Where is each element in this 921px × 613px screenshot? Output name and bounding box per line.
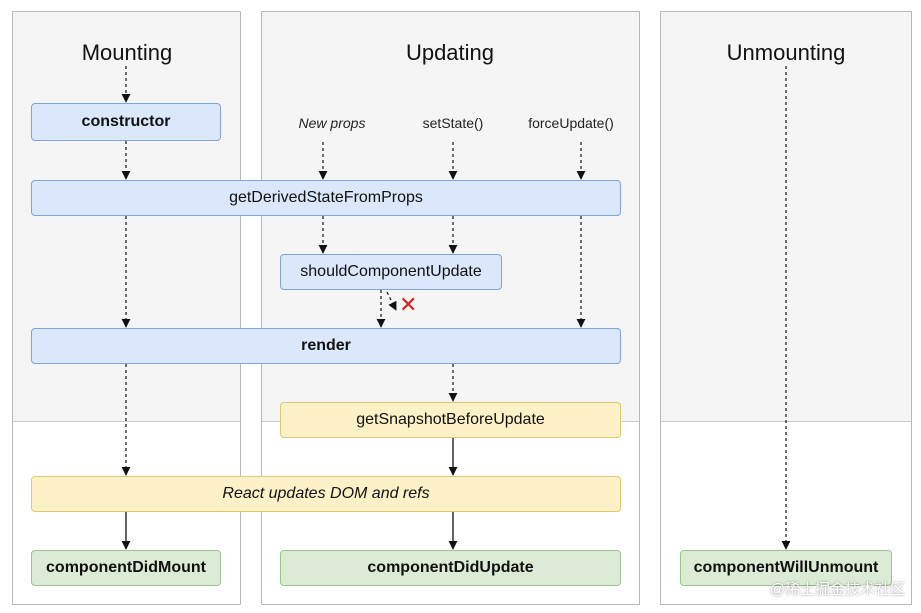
- phase-divider: [13, 421, 240, 422]
- render-box: render: [31, 328, 621, 364]
- constructor-box: constructor: [31, 103, 221, 141]
- watermark: @稀土掘金技术社区: [769, 581, 905, 598]
- set-state-trigger: setState(): [422, 115, 484, 131]
- component-did-mount-box: componentDidMount: [31, 550, 221, 586]
- react-updates-dom-box: React updates DOM and refs: [31, 476, 621, 512]
- arrow: [386, 291, 397, 311]
- mounting-title: Mounting: [81, 40, 173, 65]
- force-update-trigger: forceUpdate(): [528, 115, 614, 131]
- unmounting-title: Unmounting: [726, 40, 846, 65]
- cancel-icon: ✕: [399, 292, 418, 317]
- get-snapshot-box: getSnapshotBeforeUpdate: [280, 402, 621, 438]
- component-will-unmount-box: componentWillUnmount: [680, 550, 892, 586]
- updating-title: Updating: [405, 40, 495, 65]
- should-component-update-box: shouldComponentUpdate: [280, 254, 502, 290]
- new-props-trigger: New props: [298, 115, 366, 131]
- get-derived-state-box: getDerivedStateFromProps: [31, 180, 621, 216]
- component-did-update-box: componentDidUpdate: [280, 550, 621, 586]
